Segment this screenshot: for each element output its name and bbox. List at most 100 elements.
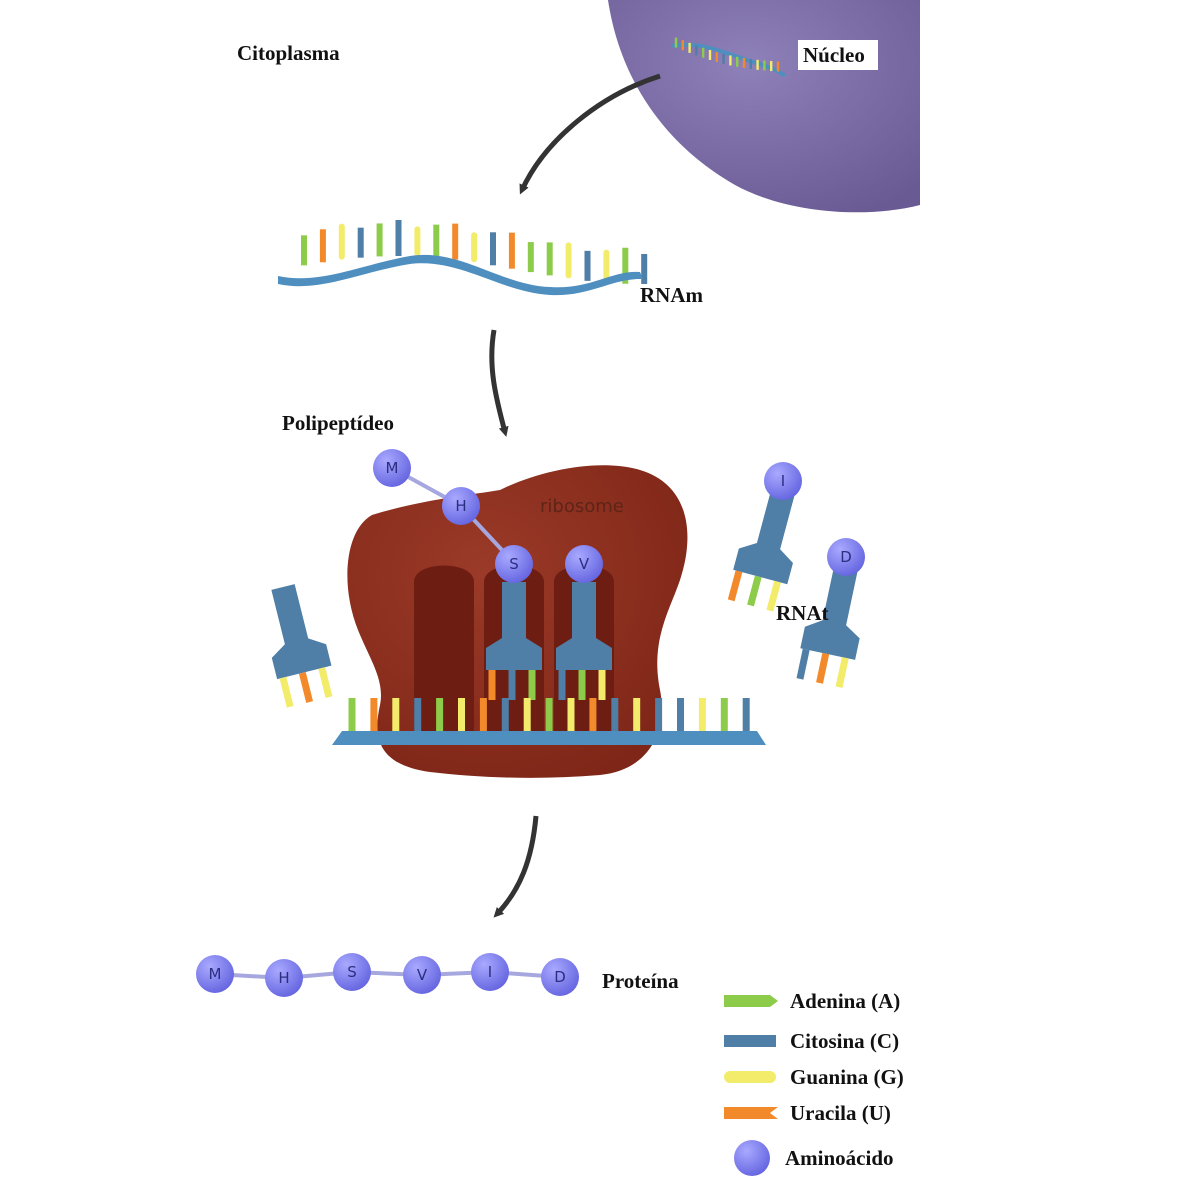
nucleotide xyxy=(392,698,400,732)
amino-acid-i: I xyxy=(764,462,802,500)
anticodon-base xyxy=(598,670,606,700)
anticodon-base xyxy=(318,667,333,698)
nucleotide xyxy=(436,698,444,732)
nucleotide xyxy=(490,232,496,266)
protein-amino-acid: S xyxy=(333,953,371,991)
nucleotide xyxy=(695,45,698,56)
nucleotide xyxy=(756,59,759,70)
protein-label: Proteína xyxy=(602,969,679,993)
anticodon-base xyxy=(508,670,516,700)
legend-label: Uracila (U) xyxy=(790,1101,891,1125)
amino-acid-letter: V xyxy=(579,555,590,573)
anticodon-base xyxy=(279,676,294,708)
arrow-ribosome-to-protein xyxy=(493,815,539,918)
legend-label: Aminoácido xyxy=(785,1146,894,1170)
nucleotide xyxy=(708,49,712,60)
nucleotide xyxy=(584,250,591,281)
nucleotide xyxy=(742,698,750,732)
cytoplasm-label: Citoplasma xyxy=(237,41,340,65)
legend-label: Guanina (G) xyxy=(790,1065,904,1089)
nucleotide xyxy=(589,698,597,732)
legend-item: Uracila (U) xyxy=(724,1101,891,1125)
trna-bound-v xyxy=(556,582,612,700)
nucleus xyxy=(608,0,920,213)
anticodon-base xyxy=(488,670,496,700)
nucleotide xyxy=(479,698,487,732)
nucleotide xyxy=(546,242,553,276)
trna-empty xyxy=(271,584,333,708)
amino-acid-circle xyxy=(471,953,509,991)
legend: Adenina (A) Citosina (C) Guanina (G) Uracil… xyxy=(724,989,904,1176)
anticodon-base xyxy=(578,670,586,700)
nucleotide xyxy=(414,698,422,732)
amino-acid-circle xyxy=(827,538,865,576)
mrna-strand xyxy=(278,220,648,296)
legend-label: Citosina (C) xyxy=(790,1029,899,1053)
anticodon-base xyxy=(796,648,810,680)
protein-amino-acid: I xyxy=(471,953,509,991)
nucleotide xyxy=(742,58,746,69)
amino-acid-letter: I xyxy=(488,963,492,981)
amino-acid-circle xyxy=(373,449,411,487)
nucleotide xyxy=(452,223,459,260)
anticodon-base xyxy=(816,652,830,684)
legend-item: Aminoácido xyxy=(734,1140,894,1176)
amino-acid-letter: S xyxy=(347,963,357,981)
anticodon-base xyxy=(835,657,849,688)
nucleotide xyxy=(471,232,478,263)
amino-acid-letter: V xyxy=(417,966,428,984)
amino-acid-swatch xyxy=(734,1140,770,1176)
nucleotide xyxy=(722,53,725,64)
nucleotide xyxy=(395,220,402,257)
trna-free-d xyxy=(796,565,860,688)
legend-label: Adenina (A) xyxy=(790,989,900,1013)
amino-acid-letter: M xyxy=(386,459,399,477)
nucleotide xyxy=(376,223,383,257)
amino-acid-circle xyxy=(442,487,480,525)
amino-acid-letter: D xyxy=(554,968,566,986)
nucleotide xyxy=(611,698,619,732)
trna-free-i xyxy=(727,488,795,612)
nucleotide xyxy=(545,698,553,732)
amino-acid-s: S xyxy=(495,545,533,583)
nucleotide xyxy=(523,698,531,732)
nucleotide xyxy=(729,55,732,66)
anticodon-base xyxy=(727,570,743,602)
ribosome-label: ribosome xyxy=(540,496,624,517)
nucleus-label-box xyxy=(798,40,878,70)
anticodon-base xyxy=(528,670,536,700)
trna-bound-s xyxy=(486,582,542,700)
arrow-nucleus-to-mrna xyxy=(519,73,661,195)
nucleotide xyxy=(770,61,773,72)
nucleotide xyxy=(603,249,610,283)
amino-acid-circle xyxy=(333,953,371,991)
polypeptide-label: Polipeptídeo xyxy=(282,411,394,435)
nucleotide xyxy=(736,56,739,67)
amino-acid-letter: D xyxy=(840,548,852,566)
amino-acid-circle xyxy=(196,955,234,993)
uracil-swatch xyxy=(724,1107,778,1119)
nucleotide xyxy=(501,698,509,732)
legend-item: Citosina (C) xyxy=(724,1029,899,1053)
amino-acid-letter: M xyxy=(209,965,222,983)
nucleotide xyxy=(674,37,678,48)
polypeptide-amino-acid: M xyxy=(373,449,411,487)
nucleotide xyxy=(433,224,440,258)
amino-acid-letter: I xyxy=(781,472,785,490)
ribosome-mrna xyxy=(332,698,766,745)
nucleotide xyxy=(565,242,572,279)
nucleotide xyxy=(622,247,629,284)
protein-amino-acid: H xyxy=(265,959,303,997)
nucleotide xyxy=(715,51,718,62)
adenine-swatch xyxy=(724,995,778,1007)
nucleotide xyxy=(655,698,663,732)
mrna-label: RNAm xyxy=(640,283,703,307)
protein-amino-acid: V xyxy=(403,956,441,994)
anticodon-base xyxy=(747,575,762,607)
protein-amino-acid: M xyxy=(196,955,234,993)
nucleus-label: Núcleo xyxy=(803,43,865,67)
anticodon-base xyxy=(766,580,781,612)
nucleotide xyxy=(370,698,378,732)
amino-acid-letter: H xyxy=(278,969,289,987)
amino-acid-circle xyxy=(565,545,603,583)
